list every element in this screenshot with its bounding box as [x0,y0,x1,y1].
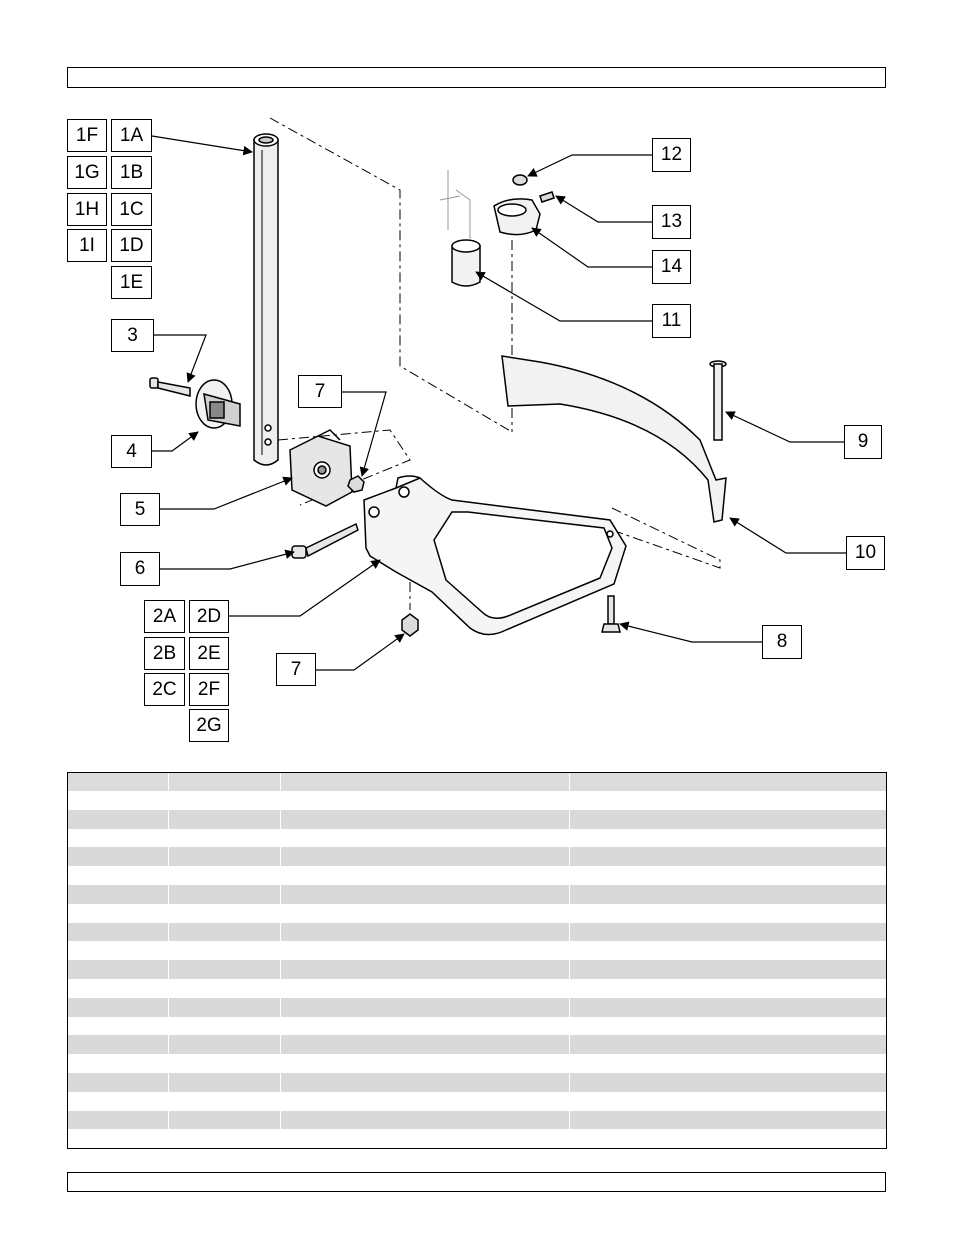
column-divider [168,773,169,1148]
leader-14 [531,227,652,268]
callout-10: 10 [846,536,885,570]
collar-part [493,198,541,236]
socket-part [451,239,481,287]
parts-table-header [68,773,886,791]
table-row [68,1129,886,1148]
table-row [68,847,886,867]
bolt-and-disc-part [149,377,241,429]
leader-7a [342,391,387,477]
callout-7-upper: 7 [298,375,342,408]
table-row [68,979,886,998]
leader-5 [160,476,293,510]
nut-upper-part [347,475,365,493]
exploded-parts-diagram [149,117,846,671]
leader-2D [229,559,381,617]
leader-9 [725,411,844,443]
table-row [68,1054,886,1073]
callout-4: 4 [111,435,152,468]
callout-8: 8 [762,625,802,659]
leader-3 [154,334,207,383]
callout-2A: 2A [144,600,185,633]
table-row [68,922,886,942]
bolt-8-part [601,595,621,633]
callout-6: 6 [120,552,160,586]
callout-1H: 1H [67,193,107,226]
page-header-box [67,67,886,88]
callout-12: 12 [652,138,691,172]
assembly-line-pin [611,507,721,569]
table-row [68,809,886,829]
leader-1A [151,135,253,156]
callout-1I: 1I [67,229,107,262]
table-row [68,885,886,904]
callout-2D: 2D [189,600,229,633]
callout-5: 5 [120,493,160,526]
table-row [68,829,886,848]
clamp-block-part [289,429,353,507]
table-row [68,941,886,960]
leader-11 [475,271,652,322]
callout-3: 3 [111,319,154,352]
footplate-part [363,475,627,636]
leg-support-arm-part [501,355,727,523]
leader-4 [152,431,199,452]
leader-13 [555,195,652,223]
callout-2G: 2G [189,709,229,742]
callout-2F: 2F [189,673,229,706]
callout-7-lower: 7 [276,653,316,686]
nut-12-part [512,174,528,186]
callout-1B: 1B [111,156,152,189]
column-divider [569,773,570,1148]
callout-9: 9 [844,425,882,459]
leader-6 [160,549,295,570]
callout-13: 13 [652,205,691,239]
table-row [68,1073,886,1092]
table-row [68,960,886,979]
table-row [68,1110,886,1130]
leader-12 [527,154,652,177]
callout-1E: 1E [111,266,152,299]
ghost-bracket-outline [439,170,471,240]
callout-14: 14 [652,250,691,284]
table-row [68,904,886,923]
leader-7b [316,633,405,671]
page-footer-box [67,1172,886,1192]
callout-1D: 1D [111,229,152,262]
parts-table [67,772,887,1149]
table-row [68,1017,886,1036]
table-row [68,1035,886,1055]
leader-8 [619,621,762,643]
table-row [68,866,886,885]
pin-part [709,360,727,441]
callout-2B: 2B [144,637,185,670]
table-row [68,1092,886,1111]
table-row [68,997,886,1017]
callout-1A: 1A [111,119,152,152]
callout-1F: 1F [67,119,107,152]
nut-lower-part [401,613,419,637]
assembly-line-tube-to-footplate [269,117,513,433]
table-row [68,791,886,810]
callout-11: 11 [652,304,691,338]
leader-10 [729,517,846,554]
callout-2E: 2E [189,637,229,670]
column-divider [280,773,281,1148]
tube-part [253,133,279,466]
callout-1C: 1C [111,193,152,226]
screw-13-part [539,191,555,203]
callout-1G: 1G [67,156,107,189]
bolt-lower-part [291,522,359,559]
callout-2C: 2C [144,673,185,706]
